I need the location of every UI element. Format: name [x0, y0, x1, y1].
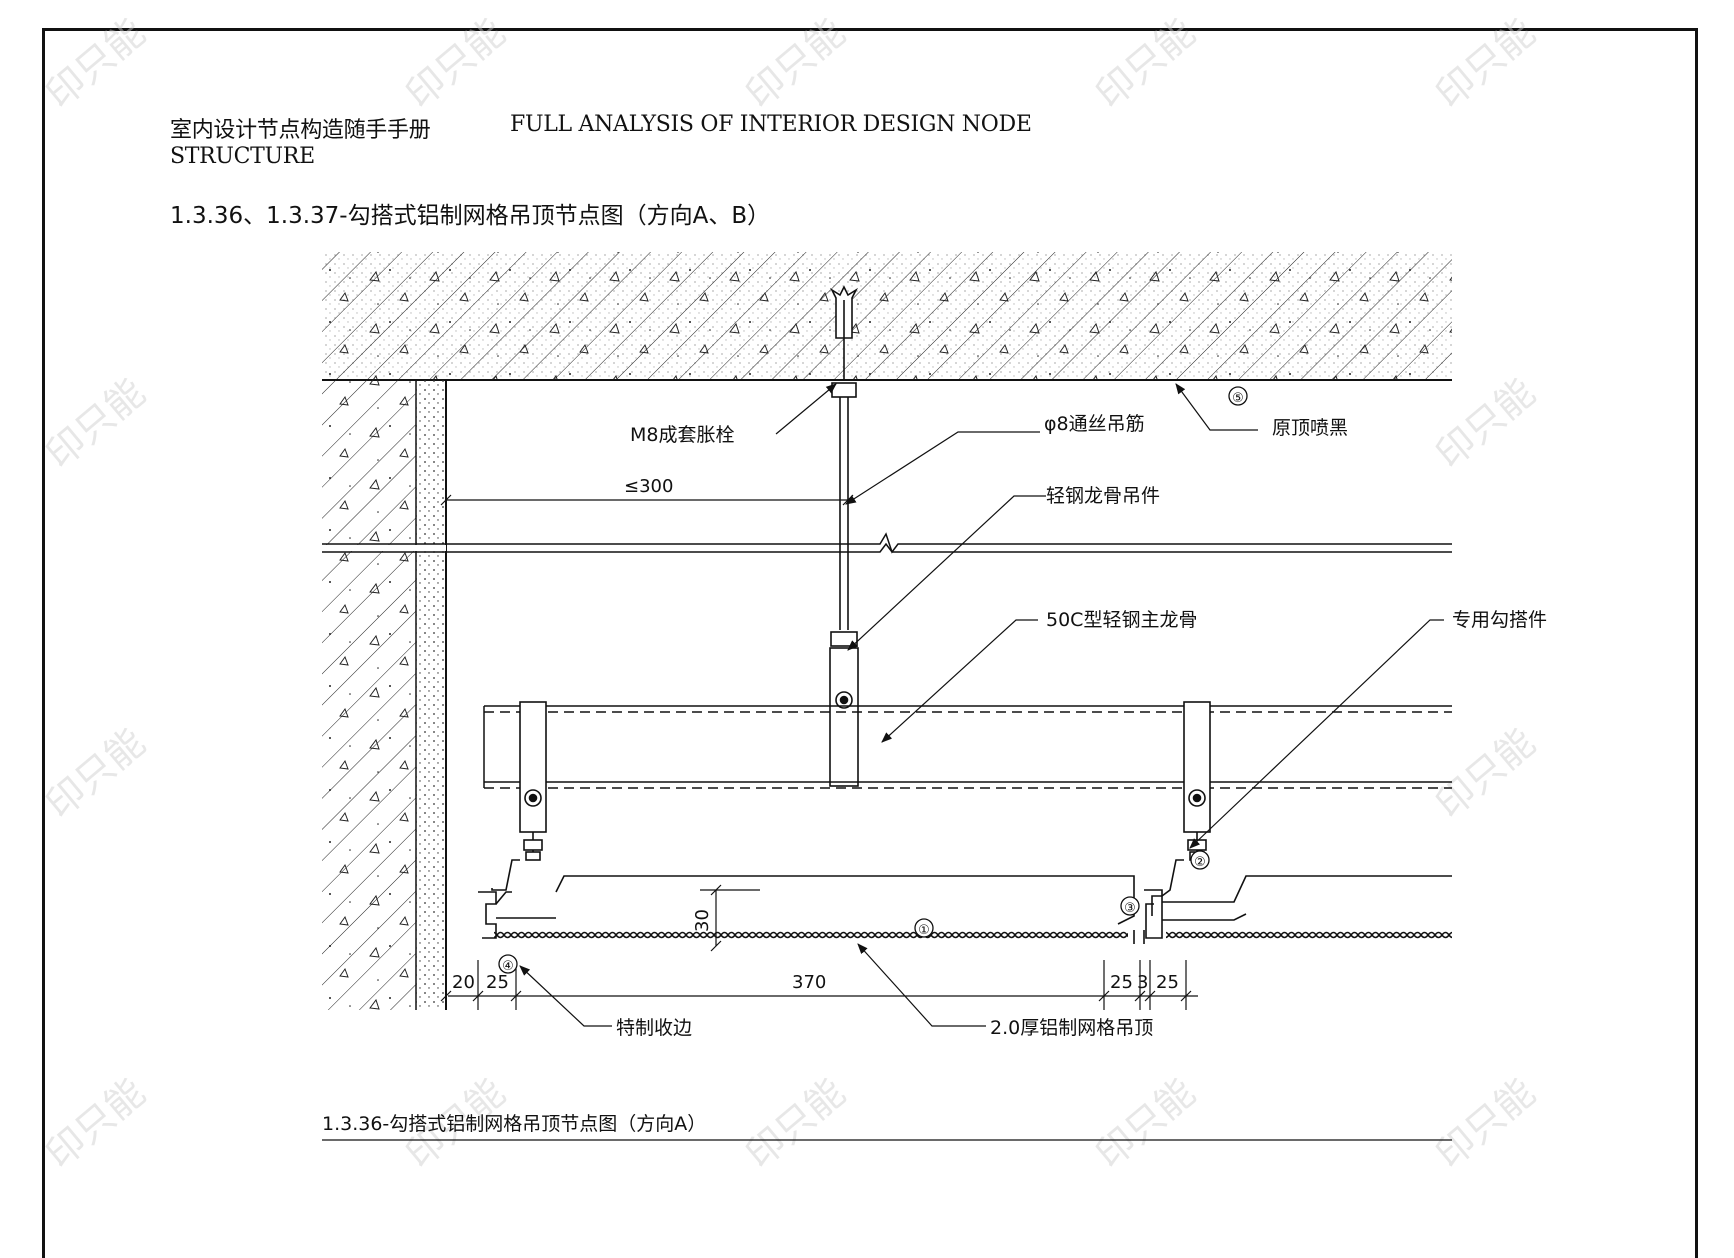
section-drawing: 印只能 印只能 印只能 印只能 印只能 印只能 印只能 印只能 印只能 印只能 …: [38, 10, 1548, 1177]
leader-lines: [519, 383, 1444, 1027]
book-title-en-line2: STRUCTURE: [170, 144, 315, 169]
watermark-text: 印只能: [1088, 1070, 1204, 1177]
drawing-frame: [42, 28, 1698, 1258]
break-line: [322, 532, 1452, 554]
concrete-wall: [322, 380, 447, 1010]
watermark-layer: 印只能 印只能 印只能 印只能 印只能 印只能 印只能 印只能 印只能 印只能 …: [38, 10, 1544, 1177]
watermark-text: 印只能: [1428, 1070, 1544, 1177]
watermark-text: 印只能: [38, 370, 154, 477]
hanger-rod-assembly: [829, 285, 859, 787]
watermark-text: 印只能: [1428, 720, 1544, 827]
book-title-en: FULL ANALYSIS OF INTERIOR DESIGN NODE: [510, 112, 1032, 137]
watermark-text: 印只能: [398, 10, 514, 117]
dimension-lines: [440, 494, 1198, 1010]
label-edge-trim: 特制收边: [616, 1017, 692, 1039]
label-hanger-rod: φ8通丝吊筋: [1044, 413, 1145, 435]
aluminum-grid-ceiling: [478, 875, 1452, 944]
callout-1: ①: [918, 923, 930, 938]
dim-25b: 25: [1110, 972, 1133, 993]
label-hook-piece: 专用勾搭件: [1452, 609, 1547, 631]
watermark-text: 印只能: [1428, 10, 1544, 117]
watermark-text: 印只能: [738, 1070, 854, 1177]
callout-5: ⑤: [1232, 391, 1244, 406]
callout-markers: [498, 386, 1248, 974]
dim-20: 20: [452, 972, 475, 993]
callout-3: ③: [1124, 901, 1136, 916]
watermark-text: 印只能: [1428, 370, 1544, 477]
main-keel: [483, 705, 1452, 789]
watermark-text: 印只能: [1088, 10, 1204, 117]
watermark-text: 印只能: [738, 10, 854, 117]
dim-370: 370: [792, 972, 826, 993]
watermark-text: 印只能: [38, 720, 154, 827]
watermark-text: 印只能: [38, 1070, 154, 1177]
sheet-title: 1.3.36、1.3.37-勾搭式铝制网格吊顶节点图（方向A、B）: [170, 203, 771, 229]
dim-height-30: 30: [692, 909, 713, 932]
concrete-slab: [322, 252, 1452, 381]
label-hanger-clip: 轻钢龙骨吊件: [1046, 485, 1160, 507]
callout-2: ②: [1194, 855, 1206, 870]
dim-wall-offset: ≤300: [624, 476, 673, 497]
label-main-keel: 50C型轻钢主龙骨: [1046, 609, 1197, 631]
dim-25a: 25: [486, 972, 509, 993]
hook-piece-left: [491, 701, 547, 891]
label-aluminum-grid: 2.0厚铝制网格吊顶: [990, 1017, 1153, 1039]
label-anchor-bolt: M8成套胀栓: [630, 424, 734, 446]
book-title-cn: 室内设计节点构造随手手册: [170, 118, 431, 143]
hook-piece-right: [1151, 701, 1211, 916]
dim-25c: 25: [1156, 972, 1179, 993]
callout-4: ④: [502, 959, 514, 974]
drawing-caption: 1.3.36-勾搭式铝制网格吊顶节点图（方向A）: [322, 1113, 706, 1135]
dim-3: 3: [1137, 972, 1148, 993]
watermark-text: 印只能: [38, 10, 154, 117]
label-original-ceiling: 原顶喷黑: [1272, 417, 1348, 439]
